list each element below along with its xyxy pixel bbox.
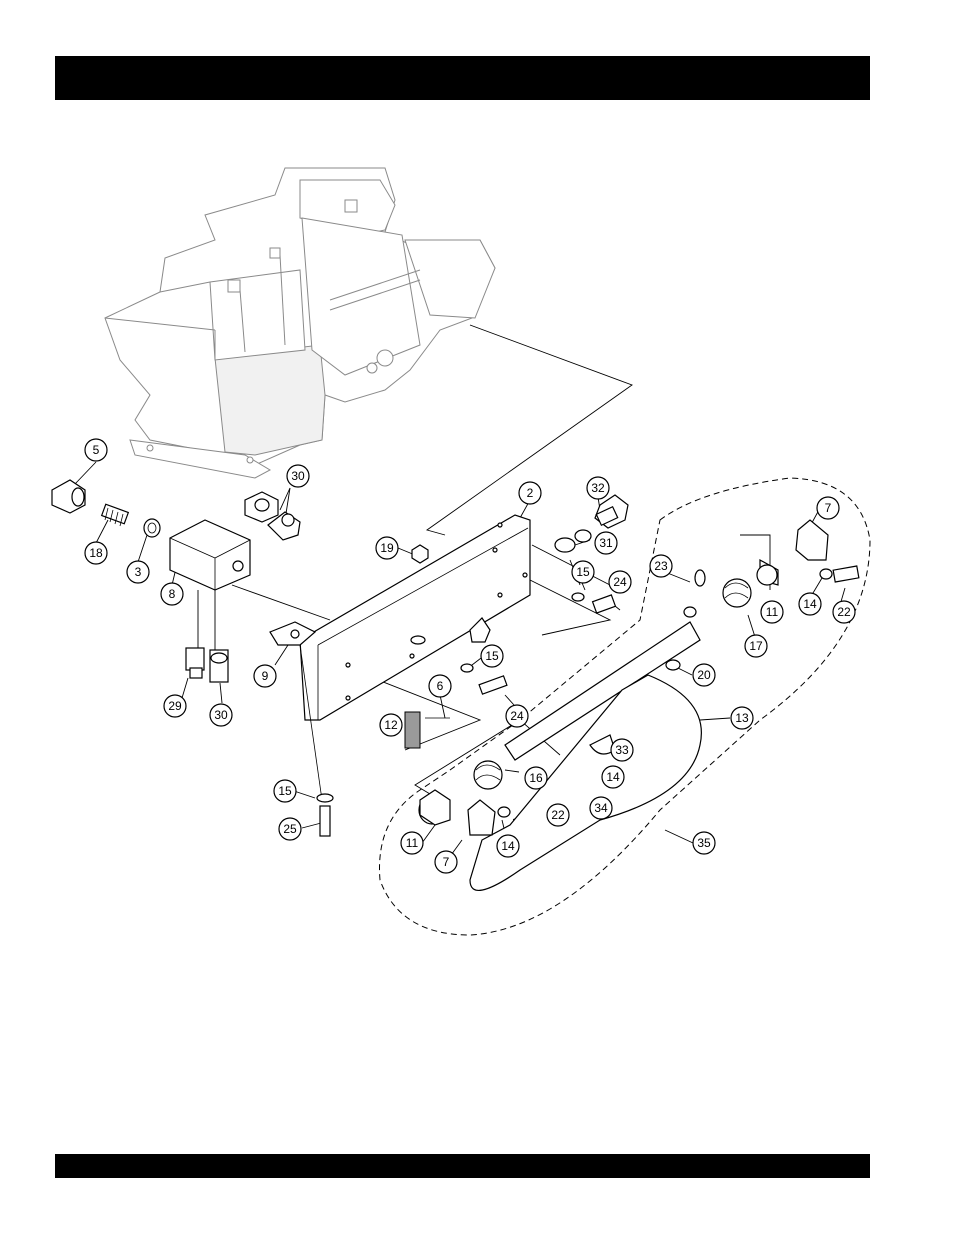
callout-label: 34 <box>594 801 608 815</box>
callout-label: 14 <box>606 770 620 784</box>
callout-31: 31 <box>595 532 617 554</box>
callout-label: 16 <box>529 771 543 785</box>
callout-7: 7 <box>817 497 839 519</box>
callout-label: 14 <box>501 839 515 853</box>
callout-label: 9 <box>262 669 269 683</box>
callout-label: 7 <box>443 855 450 869</box>
hydraulic-valve-assembly <box>52 480 300 682</box>
callout-22: 22 <box>833 601 855 623</box>
callout-19: 19 <box>376 537 398 559</box>
callout-label: 15 <box>576 565 590 579</box>
callout-14: 14 <box>497 835 519 857</box>
callout-13: 13 <box>731 707 753 729</box>
callout-label: 20 <box>697 668 711 682</box>
callout-16: 16 <box>525 767 547 789</box>
callout-label: 7 <box>825 501 832 515</box>
callout-33: 33 <box>611 739 633 761</box>
callout-24: 24 <box>609 571 631 593</box>
machine-frame <box>105 168 495 478</box>
callout-label: 25 <box>283 822 297 836</box>
callout-label: 17 <box>749 639 763 653</box>
callout-5: 5 <box>85 439 107 461</box>
callout-34: 34 <box>590 797 612 819</box>
callout-label: 19 <box>380 541 394 555</box>
callout-label: 3 <box>135 565 142 579</box>
callout-11: 11 <box>761 601 783 623</box>
callout-label: 15 <box>278 784 292 798</box>
callout-9: 9 <box>254 665 276 687</box>
callout-label: 22 <box>551 808 565 822</box>
callout-label: 14 <box>803 597 817 611</box>
callout-18: 18 <box>85 542 107 564</box>
callout-label: 33 <box>615 743 629 757</box>
callout-label: 15 <box>485 649 499 663</box>
callout-2: 2 <box>519 482 541 504</box>
callout-label: 18 <box>89 546 103 560</box>
callout-8: 8 <box>161 583 183 605</box>
callout-label: 24 <box>613 575 627 589</box>
callout-14: 14 <box>602 766 624 788</box>
callout-20: 20 <box>693 664 715 686</box>
callout-label: 35 <box>697 836 711 850</box>
callout-label: 11 <box>406 836 419 850</box>
callout-label: 11 <box>766 605 779 619</box>
callout-label: 24 <box>510 709 524 723</box>
callout-30: 30 <box>287 465 309 487</box>
callout-24: 24 <box>506 705 528 727</box>
callout-29: 29 <box>164 695 186 717</box>
callout-label: 8 <box>169 587 176 601</box>
callout-label: 30 <box>291 469 305 483</box>
callout-15: 15 <box>274 780 296 802</box>
callout-label: 12 <box>384 718 398 732</box>
callout-17: 17 <box>745 635 767 657</box>
callout-label: 29 <box>168 699 182 713</box>
callout-11: 11 <box>401 832 423 854</box>
callout-15: 15 <box>572 561 594 583</box>
callout-label: 23 <box>654 559 668 573</box>
callout-23: 23 <box>650 555 672 577</box>
callout-label: 6 <box>437 679 444 693</box>
callout-7: 7 <box>435 851 457 873</box>
callout-30: 30 <box>210 704 232 726</box>
callout-label: 32 <box>591 481 605 495</box>
callout-label: 22 <box>837 605 851 619</box>
callout-25: 25 <box>279 818 301 840</box>
callout-22: 22 <box>547 804 569 826</box>
callout-label: 31 <box>599 536 613 550</box>
callout-3: 3 <box>127 561 149 583</box>
callout-12: 12 <box>380 714 402 736</box>
callout-35: 35 <box>693 832 715 854</box>
callout-14: 14 <box>799 593 821 615</box>
callout-32: 32 <box>587 477 609 499</box>
callout-6: 6 <box>429 675 451 697</box>
callout-label: 5 <box>93 443 100 457</box>
callout-label: 2 <box>527 486 534 500</box>
callout-label: 30 <box>214 708 228 722</box>
callout-15: 15 <box>481 645 503 667</box>
callout-label: 13 <box>735 711 749 725</box>
